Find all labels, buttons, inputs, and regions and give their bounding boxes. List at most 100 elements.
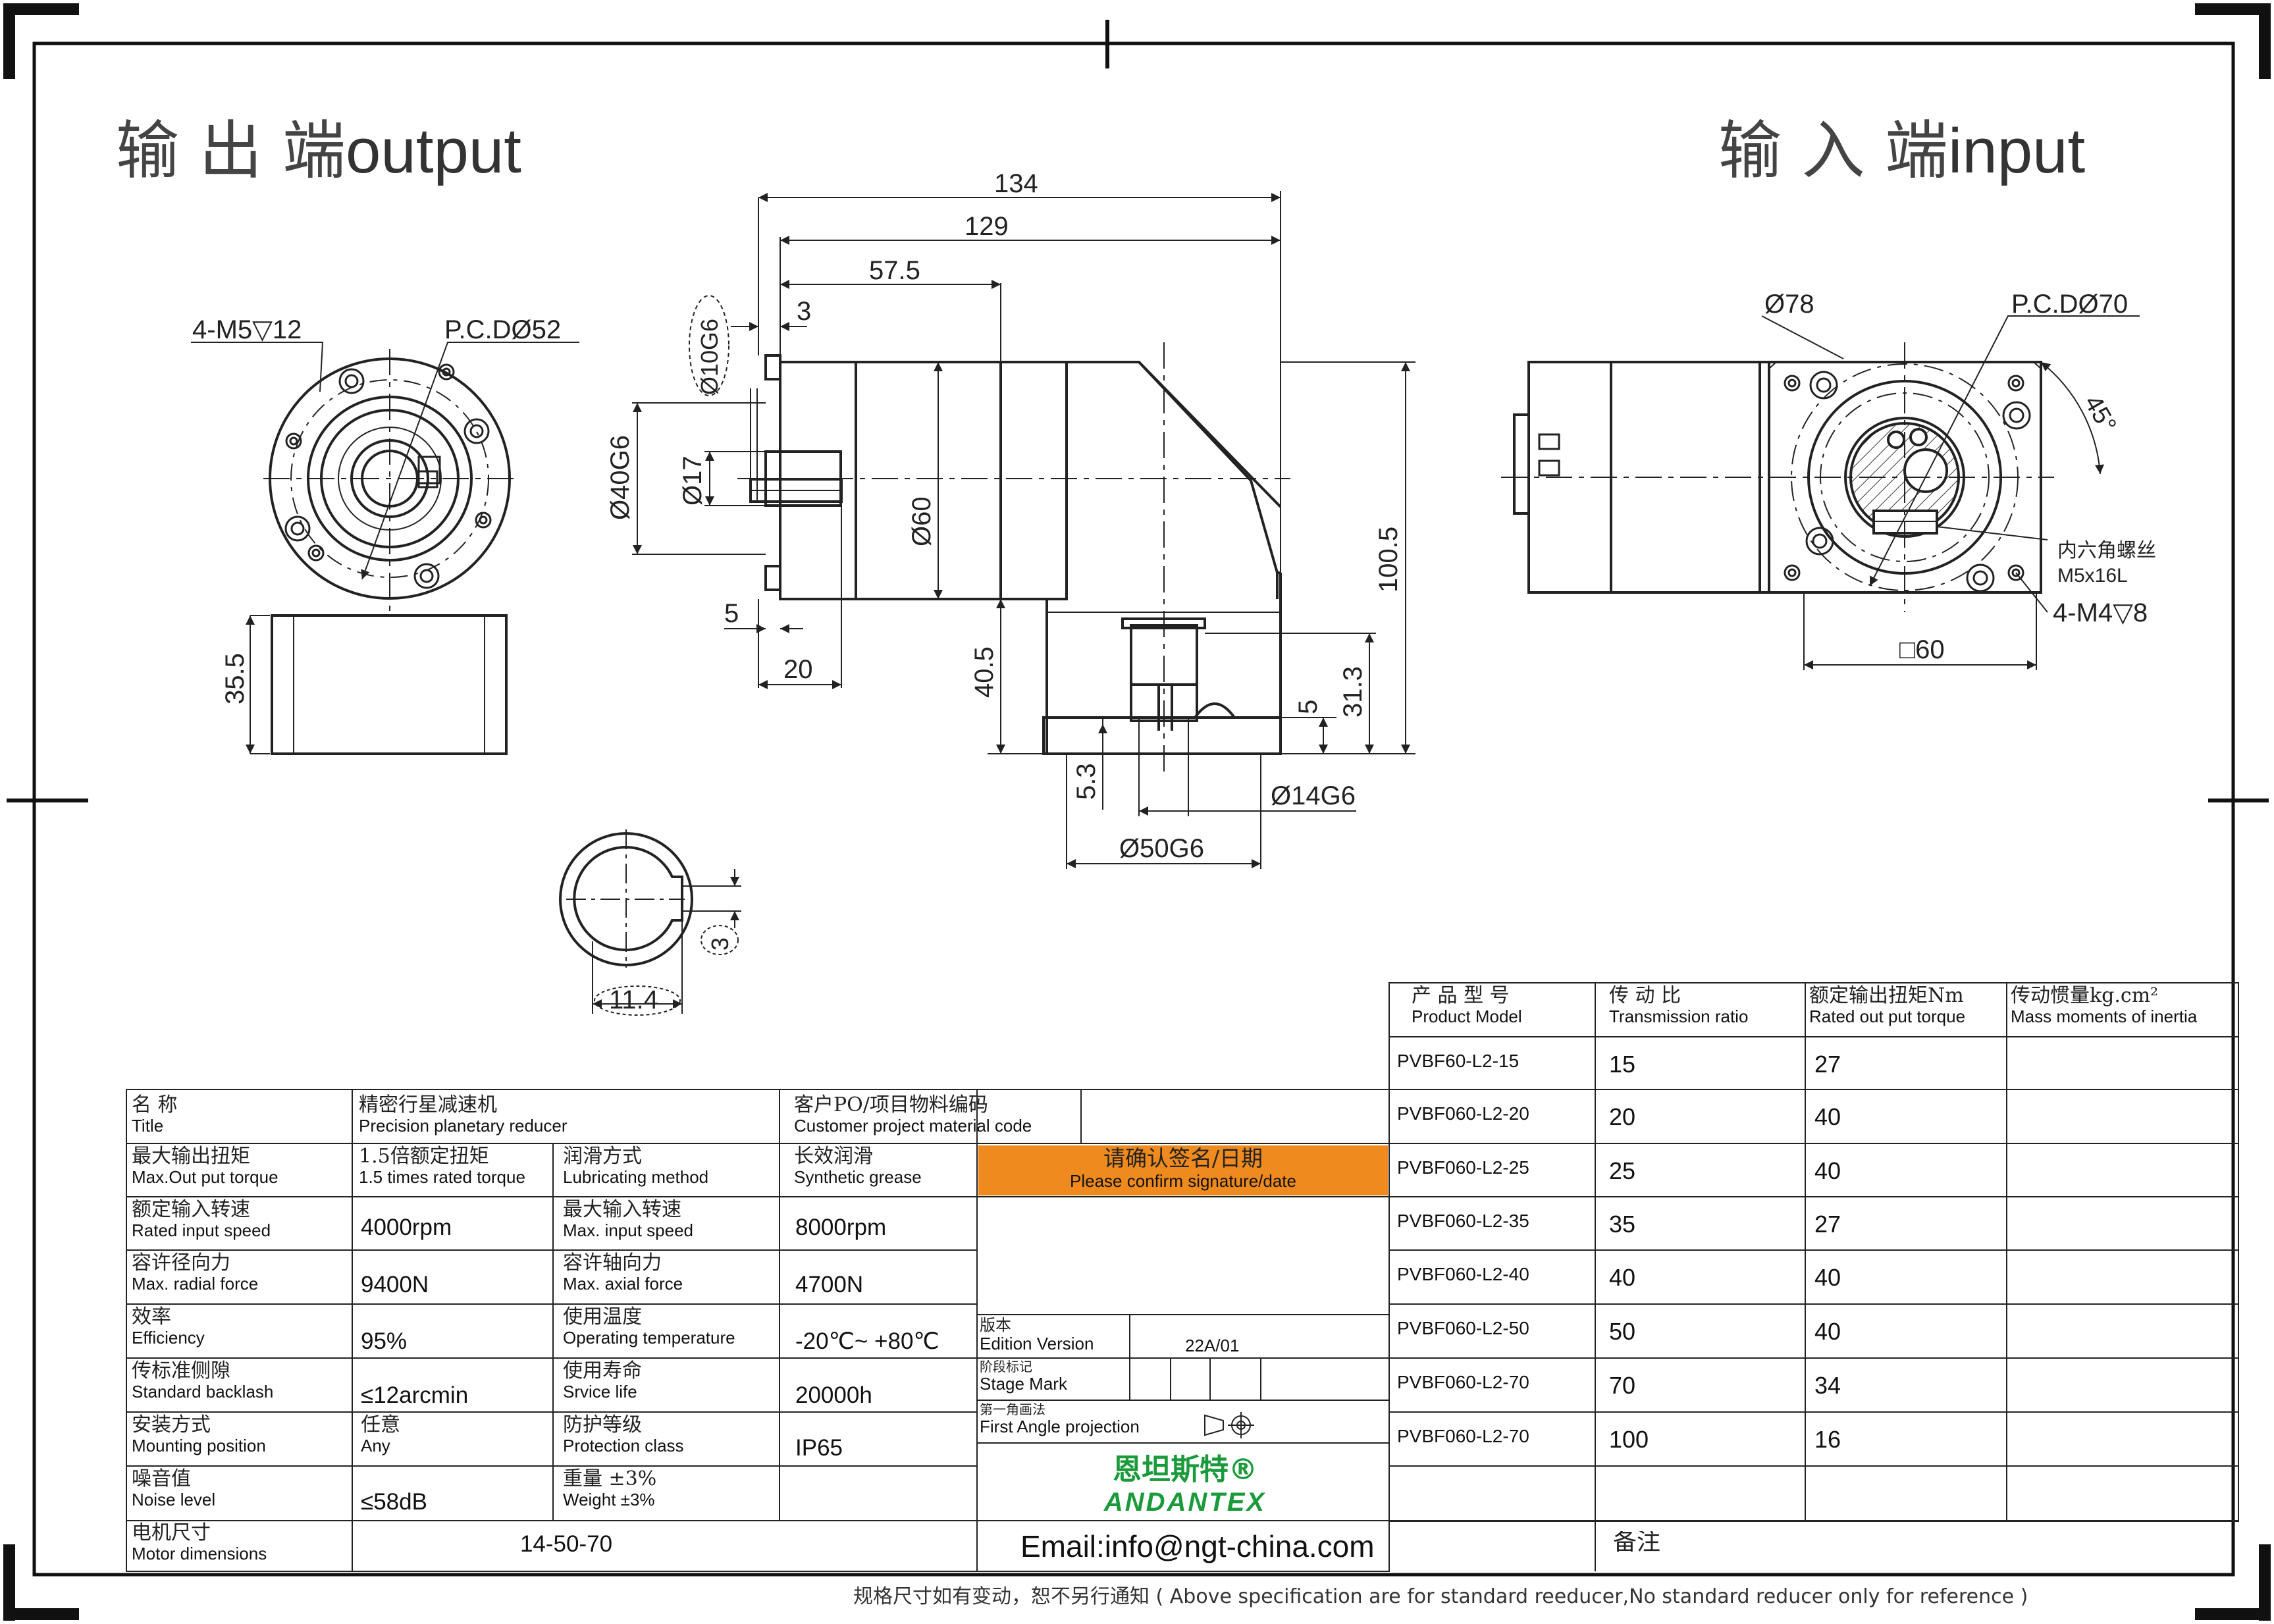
brand-logo: 恩坦斯特® ANDANTEX (1053, 1446, 1317, 1519)
dim-4-m5: 4-M5▽12 (192, 315, 302, 344)
dim-100-5: 100.5 (1374, 527, 1403, 592)
torque-cell: 40 (1814, 1264, 1841, 1291)
spec-rated-input-val: 4000rpm (361, 1215, 452, 1240)
input-view (1501, 315, 2140, 670)
output-title: 输 出 端output (116, 114, 521, 188)
dim-phi60: Ø60 (907, 496, 936, 546)
header-inertia: 传动惯量kg.cm² Mass moments of inertia (2011, 985, 2198, 1026)
confirm-signature-banner: 请确认签名/日期 Please confirm signature/date (978, 1145, 1388, 1195)
shaft-key-detail (559, 829, 741, 1016)
dim-key-3: 3 (706, 937, 733, 951)
hex-screw-zh: 内六角螺丝 (2057, 540, 2156, 562)
dim-11-4: 11.4 (609, 985, 658, 1014)
dim-57-5: 57.5 (869, 256, 920, 285)
spec-table-grid (126, 1089, 2238, 1572)
dim-phi10g6: Ø10G6 (696, 319, 723, 395)
model-cell: PVBF060-L2-20 (1397, 1103, 1529, 1124)
ratio-cell: 40 (1609, 1264, 1636, 1291)
spec-version-val: 22A/01 (1185, 1336, 1240, 1355)
input-title: 输 入 端input (1718, 114, 2085, 188)
dim-40-5: 40.5 (970, 646, 999, 698)
dim-5-right: 5 (1294, 700, 1323, 714)
dim-5-3: 5.3 (1072, 763, 1101, 800)
spec-axial-val: 4700N (795, 1272, 864, 1297)
model-cell: PVBF060-L2-35 (1397, 1211, 1529, 1231)
spec-backlash-val: ≤12arcmin (361, 1382, 469, 1408)
model-cell: PVBF060-L2-40 (1397, 1264, 1529, 1284)
spec-efficiency-val: 95% (361, 1328, 408, 1354)
spec-radial-val: 9400N (361, 1272, 429, 1297)
projection-symbol (1204, 1412, 1254, 1438)
inertia-cell (2008, 1051, 2232, 1084)
side-view (632, 191, 1415, 869)
ratio-cell: 35 (1609, 1211, 1636, 1238)
torque-cell: 40 (1814, 1157, 1841, 1184)
spec-life-val: 20000h (795, 1382, 872, 1408)
torque-cell: 27 (1814, 1051, 1841, 1078)
brand-name-zh: 恩坦斯特® (1113, 1453, 1257, 1486)
ratio-cell: 100 (1609, 1426, 1649, 1453)
ratio-cell: 15 (1609, 1051, 1636, 1078)
dim-5-left: 5 (724, 599, 739, 628)
dim-20: 20 (783, 655, 813, 684)
model-cell: PVBF060-L2-50 (1397, 1318, 1529, 1338)
header-ratio: 传 动 比 Transmission ratio (1609, 985, 1749, 1026)
dim-pcd52: P.C.DØ52 (444, 315, 561, 344)
torque-cell: 27 (1814, 1211, 1841, 1238)
dim-129: 129 (965, 212, 1009, 241)
dim-35-5: 35.5 (221, 653, 250, 704)
header-torque: 额定输出扭矩Nm Rated out put torque (1809, 985, 1966, 1026)
dim-134: 134 (994, 169, 1038, 198)
ratio-cell: 25 (1609, 1157, 1636, 1184)
brand-name-en: ANDANTEX (1103, 1488, 1267, 1517)
inertia-cell (2008, 1103, 2232, 1136)
drawing-frame (3, 3, 2271, 1621)
header-product-model: 产 品 型 号 Product Model (1412, 985, 1522, 1026)
remarks-label: 备注 (1613, 1531, 1661, 1556)
dim-phi50g6: Ø50G6 (1119, 834, 1204, 863)
model-cell: PVBF060-L2-70 (1397, 1426, 1529, 1446)
dim-3: 3 (797, 297, 811, 326)
model-cell: PVBF060-L2-25 (1397, 1157, 1529, 1178)
spec-weight: 重量 ±3%Weight ±3% (563, 1468, 657, 1509)
model-cell: PVBF060-L2-70 (1397, 1372, 1529, 1392)
inertia-cell (2008, 1372, 2232, 1405)
inertia-cell (2008, 1157, 2232, 1190)
torque-cell: 16 (1814, 1426, 1841, 1453)
ratio-cell: 50 (1609, 1318, 1636, 1345)
ratio-cell: 70 (1609, 1372, 1636, 1399)
dim-sq60: □60 (1899, 635, 1945, 664)
dim-phi17: Ø17 (678, 456, 707, 506)
email-contact: Email:info@ngt-china.com (1020, 1529, 1375, 1563)
spec-motor-val: 14-50-70 (519, 1531, 613, 1557)
hex-screw-en: M5x16L (2057, 565, 2128, 587)
model-cell: PVBF60-L2-15 (1397, 1051, 1520, 1071)
ratio-cell: 20 (1609, 1103, 1636, 1130)
inertia-cell (2008, 1264, 2232, 1297)
dim-phi14g6: Ø14G6 (1271, 781, 1356, 810)
spec-temperature-val: -20℃~ +80℃ (795, 1328, 939, 1354)
spec-protection-val: IP65 (795, 1435, 843, 1461)
dim-phi40g6: Ø40G6 (606, 435, 635, 520)
